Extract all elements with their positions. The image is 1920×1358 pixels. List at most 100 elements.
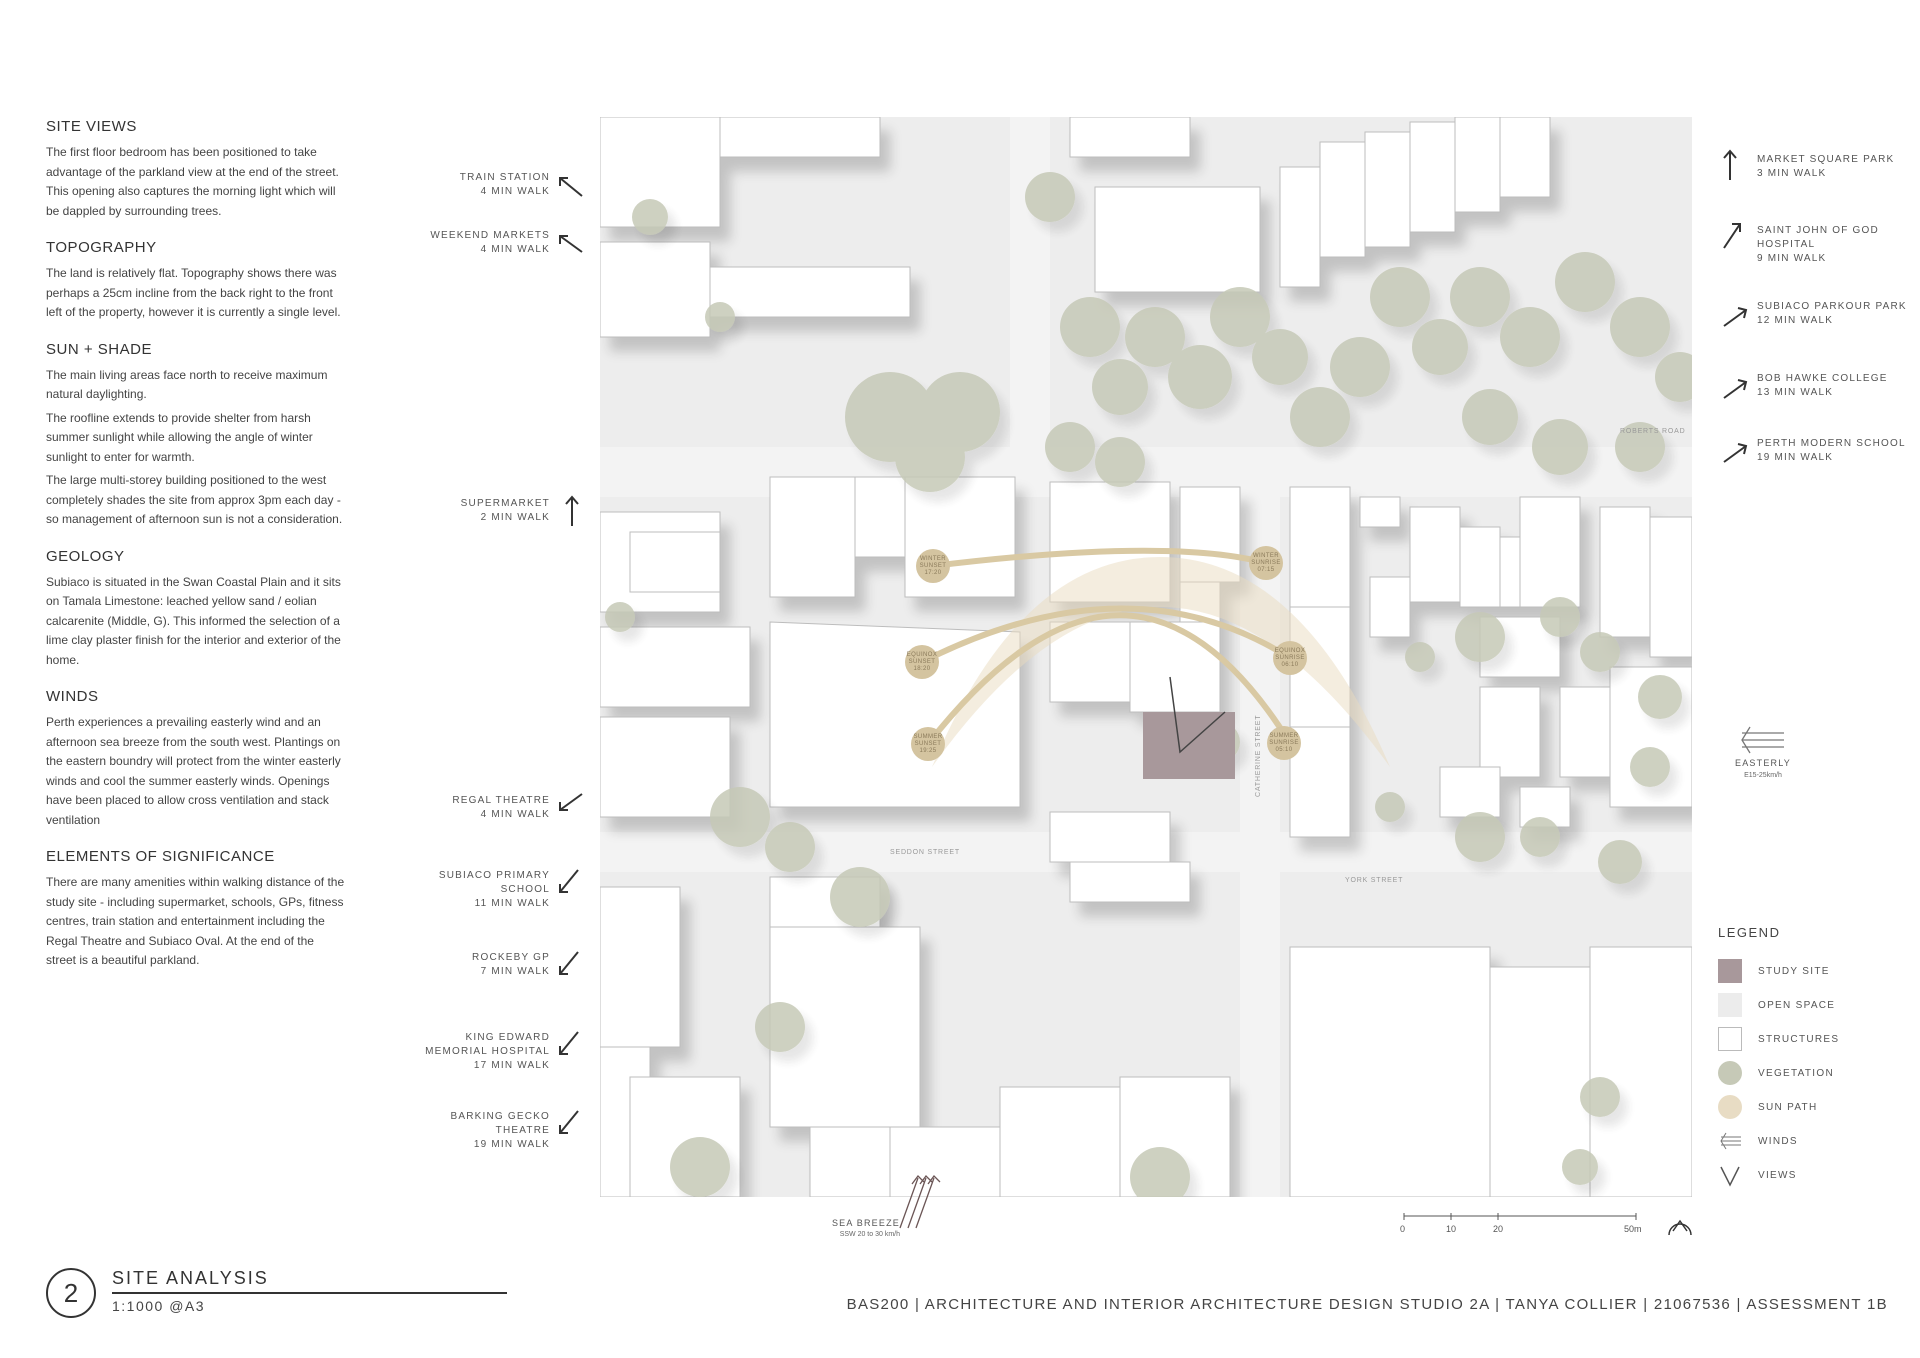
amenity-parkour-park: SUBIACO PARKOUR PARK 12 MIN WALK: [1757, 300, 1907, 328]
section-text: There are many amenities within walking …: [46, 875, 345, 967]
legend-item-study-site: STUDY SITE: [1718, 958, 1898, 984]
summer-sunset-marker: SUMMER SUNSET 19:25: [911, 727, 945, 761]
amenity-name: SCHOOL: [500, 884, 550, 895]
drawing-title: SITE ANALYSIS: [112, 1268, 269, 1288]
vegetation: [605, 172, 1692, 1197]
amenity-time: 11 MIN WALK: [474, 898, 550, 909]
arrow-sw-icon: [559, 1110, 579, 1134]
section-significance: ELEMENTS OF SIGNIFICANCE There are many …: [46, 848, 346, 971]
legend-label: VIEWS: [1758, 1169, 1797, 1181]
amenity-rockeby-gp: ROCKEBY GP 7 MIN WALK: [420, 951, 550, 979]
legend-item-structures: STRUCTURES: [1718, 1026, 1898, 1052]
legend-item-open-space: OPEN SPACE: [1718, 992, 1898, 1018]
legend-label: WINDS: [1758, 1135, 1798, 1147]
street-label-york: YORK STREET: [1345, 877, 1403, 884]
title-block: BAS200 | ARCHITECTURE AND INTERIOR ARCHI…: [846, 1296, 1888, 1313]
amenity-regal-theatre: REGAL THEATRE 4 MIN WALK: [420, 794, 550, 822]
arrow-nw-icon: [559, 177, 583, 197]
winter-sunrise-label: SUNRISE: [1251, 560, 1280, 566]
amenity-perth-modern: PERTH MODERN SCHOOL 19 MIN WALK: [1757, 437, 1906, 465]
amenity-time: 4 MIN WALK: [480, 244, 550, 255]
amenity-name: ROCKEBY GP: [472, 952, 550, 963]
equinox-sunrise-marker: EQUINOX SUNRISE 06:10: [1273, 641, 1307, 675]
legend-item-winds: WINDS: [1718, 1128, 1898, 1154]
scale-tick: 20: [1493, 1224, 1504, 1234]
summer-sunrise-label: SUNRISE: [1269, 740, 1298, 746]
section-text: Subiaco is situated in the Swan Coastal …: [46, 574, 341, 667]
scale-tick: 0: [1400, 1224, 1406, 1234]
amenity-name: PERTH MODERN SCHOOL: [1757, 438, 1906, 449]
study-site: [1143, 712, 1235, 779]
legend: LEGEND STUDY SITE OPEN SPACE STRUCTURES …: [1718, 925, 1898, 1196]
legend-swatch: [1718, 1095, 1742, 1119]
section-title: WINDS: [46, 688, 99, 705]
amenity-time: 9 MIN WALK: [1757, 253, 1827, 264]
easterly-speed: E15-25km/h: [1744, 772, 1782, 779]
amenity-train-station: TRAIN STATION 4 MIN WALK: [420, 171, 550, 199]
scale-tick: 50m: [1624, 1224, 1642, 1234]
amenity-subiaco-primary: SUBIACO PRIMARY SCHOOL 11 MIN WALK: [420, 869, 550, 911]
legend-label: STUDY SITE: [1758, 965, 1830, 977]
arrow-nw-icon: [559, 235, 583, 253]
legend-swatch: [1718, 993, 1742, 1017]
north-street: [1010, 117, 1050, 447]
street-label-catherine: CATHERINE STREET: [1255, 715, 1262, 797]
summer-sunrise-label: SUMMER: [1269, 733, 1298, 739]
amenity-king-edward: KING EDWARD MEMORIAL HOSPITAL 17 MIN WAL…: [400, 1031, 550, 1073]
amenity-market-square: MARKET SQUARE PARK 3 MIN WALK: [1757, 153, 1894, 181]
street-label-roberts: ROBERTS ROAD: [1620, 428, 1685, 435]
amenity-saint-john: SAINT JOHN OF GOD HOSPITAL 9 MIN WALK: [1757, 224, 1879, 266]
amenity-barking-gecko: BARKING GECKO THEATRE 19 MIN WALK: [420, 1110, 550, 1152]
wind-icon: [1720, 1132, 1741, 1150]
amenity-time: 7 MIN WALK: [480, 966, 550, 977]
winter-sunset-marker: WINTER SUNSET 17:20: [916, 549, 950, 583]
amenity-time: 19 MIN WALK: [1757, 452, 1834, 463]
legend-item-vegetation: VEGETATION: [1718, 1060, 1898, 1086]
section-text: The roofline extends to provide shelter …: [46, 410, 313, 464]
legend-label: SUN PATH: [1758, 1101, 1818, 1113]
winter-sunset-label: 17:20: [924, 570, 941, 576]
scale-bar: 0 10 20 50m: [1396, 1212, 1646, 1242]
amenity-name: MEMORIAL HOSPITAL: [425, 1046, 550, 1057]
arrow-sw-icon: [559, 793, 583, 811]
winter-sunrise-marker: WINTER SUNRISE 07:15: [1249, 546, 1283, 580]
summer-sunset-label: 19:25: [919, 748, 936, 754]
legend-swatch: [1718, 1027, 1742, 1051]
easterly-label: EASTERLY: [1735, 758, 1791, 768]
amenity-time: 13 MIN WALK: [1757, 387, 1834, 398]
section-text: The large multi-storey building position…: [46, 473, 343, 526]
sun-points: WINTER SUNSET 17:20 WINTER SUNRISE 07:15…: [905, 546, 1307, 761]
winter-sunrise-label: WINTER: [1253, 553, 1279, 559]
drawing-scale: 1:1000 @A3: [112, 1298, 206, 1314]
amenity-name: THEATRE: [495, 1125, 550, 1136]
winter-sunset-label: SUNSET: [920, 563, 947, 569]
amenity-name: KING EDWARD: [465, 1032, 550, 1043]
amenity-name: HOSPITAL: [1757, 239, 1816, 250]
drawing-number: 2: [46, 1268, 96, 1318]
amenity-name: SUBIACO PARKOUR PARK: [1757, 301, 1907, 312]
equinox-sunset-label: EQUINOX: [907, 652, 937, 658]
amenity-name: REGAL THEATRE: [452, 795, 550, 806]
amenity-weekend-markets: WEEKEND MARKETS 4 MIN WALK: [420, 229, 550, 257]
amenity-name: SUBIACO PRIMARY: [438, 870, 550, 881]
sun-path-fan: [932, 557, 1390, 767]
amenity-time: 4 MIN WALK: [480, 186, 550, 197]
arrow-ne-icon: [1723, 307, 1748, 327]
equinox-sunrise-label: 06:10: [1281, 662, 1298, 668]
equinox-sunrise-label: EQUINOX: [1275, 648, 1305, 654]
legend-label: STRUCTURES: [1758, 1033, 1840, 1045]
section-geology: GEOLOGY Subiaco is situated in the Swan …: [46, 548, 346, 671]
section-text: Perth experiences a prevailing easterly …: [46, 715, 341, 827]
site-map: WINTER SUNSET 17:20 WINTER SUNRISE 07:15…: [600, 117, 1692, 1197]
legend-title: LEGEND: [1718, 925, 1781, 940]
amenity-name: SAINT JOHN OF GOD: [1757, 225, 1879, 236]
sea-breeze-label: SEA BREEZE: [831, 1218, 900, 1228]
section-text: The land is relatively flat. Topography …: [46, 266, 341, 319]
amenity-name: WEEKEND MARKETS: [430, 230, 550, 241]
amenity-time: 17 MIN WALK: [473, 1060, 550, 1071]
equinox-sunset-label: SUNSET: [909, 659, 936, 665]
amenity-name: BARKING GECKO: [450, 1111, 550, 1122]
section-sun-shade: SUN + SHADE The main living areas face n…: [46, 341, 346, 530]
arrow-north-icon: [565, 495, 579, 526]
legend-item-sun-path: SUN PATH: [1718, 1094, 1898, 1120]
